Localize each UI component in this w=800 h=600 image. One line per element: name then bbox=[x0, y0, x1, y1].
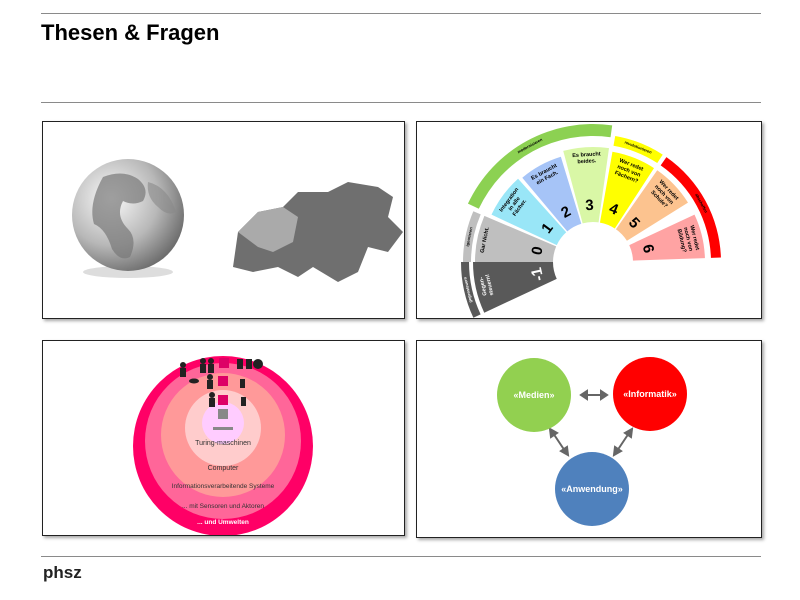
arrows bbox=[548, 389, 634, 457]
scale-number--1: -1 bbox=[528, 266, 547, 283]
band-label-ignorieren: ignorieren bbox=[465, 226, 474, 247]
scale-text-6: Wer redetnoch vonBildung? bbox=[675, 225, 700, 254]
ring-label-umwelten: ... und Umwelten bbox=[197, 519, 249, 526]
panel-circles: Turing-maschinen Computer Informationsve… bbox=[42, 340, 405, 536]
scale-text-3: Es brauchtbeides. bbox=[572, 151, 601, 165]
node-medien bbox=[497, 358, 571, 432]
scale-number-3: 3 bbox=[585, 197, 594, 214]
band-ignorieren bbox=[463, 211, 481, 262]
scale-text-line: Es braucht bbox=[572, 151, 601, 159]
scale-segment-4 bbox=[599, 151, 654, 229]
scale-text-5: Wer redetnoch vonSchule? bbox=[648, 179, 679, 211]
scale-segment-1 bbox=[491, 178, 567, 246]
phsz-logo: phsz bbox=[43, 563, 82, 582]
scale-text-group-3: Es brauchtbeides. bbox=[572, 151, 601, 165]
ring-label-turing: Turing-maschinen bbox=[195, 440, 251, 447]
ring-label-sensoren: ... mit Sensoren und Aktoren bbox=[182, 503, 264, 510]
scale-text-line: noch von bbox=[682, 227, 694, 253]
scale-text-group-5: Wer redetnoch vonSchule? bbox=[648, 179, 679, 211]
scale-text--1: Gegen-steuern! bbox=[478, 273, 495, 297]
scale-text-line: Bildung? bbox=[676, 229, 688, 254]
scale-number-0: 0 bbox=[528, 245, 546, 257]
band-gegensteuern bbox=[461, 262, 481, 318]
globe-map-image bbox=[72, 159, 403, 282]
band-modernisieren bbox=[467, 124, 613, 209]
top-divider bbox=[41, 13, 761, 14]
switzerland-map-icon bbox=[233, 182, 403, 282]
nested-circles-diagram: Turing-maschinen Computer Informationsve… bbox=[133, 356, 313, 536]
title-divider bbox=[41, 102, 761, 103]
node-medien-label: «Medien» bbox=[513, 390, 554, 400]
ring-label-computer: Computer bbox=[208, 465, 239, 472]
scale-text-line: beides. bbox=[577, 158, 597, 165]
scale-text-line: steuern! bbox=[485, 273, 496, 296]
relationship-diagram: «Medien» «Informatik» «Anwendung» bbox=[497, 357, 687, 526]
scale-segment-2 bbox=[522, 156, 582, 232]
band-revolutionieren bbox=[613, 135, 663, 164]
globe-icon bbox=[72, 159, 184, 278]
band-label-gegensteuern: gegensteuern bbox=[462, 276, 473, 303]
scale-number-6: 6 bbox=[639, 243, 657, 255]
scale-segment-3 bbox=[563, 147, 610, 224]
node-informatik-label: «Informatik» bbox=[623, 389, 677, 399]
band-abschaffen bbox=[660, 157, 721, 258]
scale-text-line: Gar Nicht. bbox=[480, 226, 491, 253]
scale-text-0: Gar Nicht. bbox=[480, 226, 491, 253]
icon-row bbox=[180, 358, 263, 430]
footer-divider bbox=[41, 556, 761, 557]
scale-text-group-6: Wer redetnoch vonBildung? bbox=[675, 225, 700, 254]
slide-title: Thesen & Fragen bbox=[41, 20, 220, 45]
node-anwendung bbox=[555, 452, 629, 526]
ring-label-systeme: Informationsverarbeitende Systeme bbox=[172, 483, 275, 490]
scale-text-line: Gegen- bbox=[479, 276, 489, 296]
scale-text-line: Wer redet bbox=[688, 225, 700, 251]
panel-globe-map bbox=[42, 121, 405, 319]
scale-text-group-0: Gar Nicht. bbox=[480, 226, 491, 253]
scale-text-group--1: Gegen-steuern! bbox=[478, 273, 496, 297]
panel-venn: «Medien» «Informatik» «Anwendung» bbox=[416, 340, 762, 538]
scale-segment-0 bbox=[475, 215, 557, 262]
scale-segment-6 bbox=[629, 214, 705, 261]
scale-segment-5 bbox=[615, 170, 688, 241]
scale-segment--1 bbox=[473, 262, 557, 313]
node-anwendung-label: «Anwendung» bbox=[561, 484, 623, 494]
node-informatik bbox=[613, 357, 687, 431]
ring-turing bbox=[202, 402, 244, 444]
